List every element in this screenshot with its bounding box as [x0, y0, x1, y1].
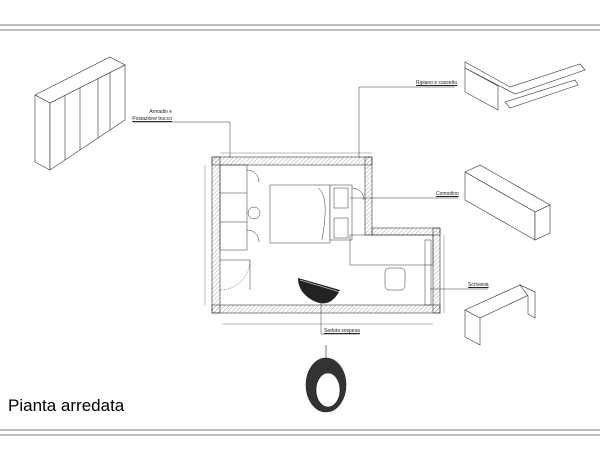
label-seduta: Seduta sospesa [324, 328, 360, 334]
shelf-3d-icon [464, 61, 586, 111]
drawing-title: Pianta arredata [8, 396, 125, 415]
desk-plan [349, 234, 434, 306]
wardrobe-plan [219, 164, 261, 291]
label-comodino: Comodino [436, 191, 459, 197]
room-walls [211, 156, 441, 314]
bed-plan [269, 184, 365, 244]
label-scrivania: Scrivania [468, 282, 489, 288]
sheet-frame [0, 24, 600, 436]
desk-3d-icon [464, 284, 536, 346]
dimension-lines [204, 152, 445, 325]
label-armadio-line1: Armadio e [149, 109, 172, 115]
leader-lines [133, 86, 488, 335]
wardrobe-3d-icon [34, 56, 126, 171]
label-ripiano: Ripiano e cassetto [416, 80, 458, 86]
label-armadio: Armadio e Postazione trucco [130, 109, 172, 123]
label-armadio-line2: Postazione trucco [132, 116, 172, 122]
nightstand-3d-icon [464, 164, 551, 241]
hanging-chair-3d-icon [305, 345, 347, 413]
hanging-chair-plan [298, 278, 341, 304]
